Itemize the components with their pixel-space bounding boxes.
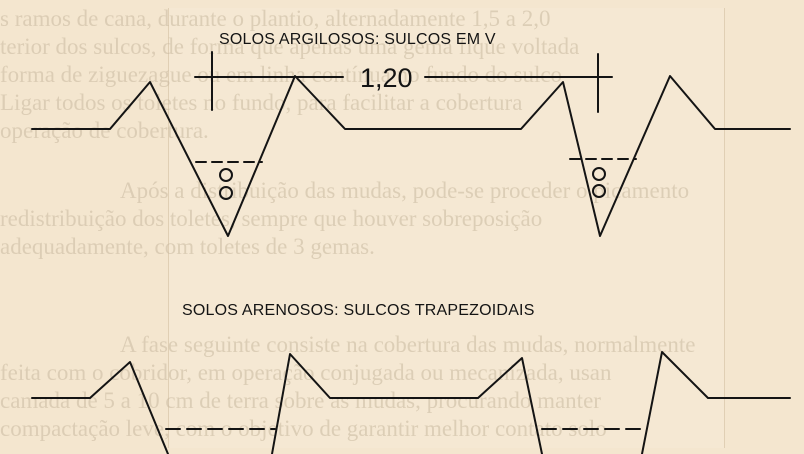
seed-circle-icon [592, 184, 606, 198]
trapezoid-furrow-profile [31, 361, 169, 454]
seed-circle-icon [219, 168, 233, 182]
trapezoid-furrow-profile [271, 353, 543, 454]
seed-circle-icon [219, 186, 233, 200]
spacing-dimension-label: 1,20 [360, 63, 413, 93]
v-furrow-profile-left [31, 75, 416, 237]
trapezoid-furrow-profile [641, 351, 791, 454]
seed-circle-icon [592, 167, 606, 181]
v-furrow-profile-right [397, 75, 791, 237]
title-sandy-soils: SOLOS ARENOSOS: SULCOS TRAPEZOIDAIS [182, 302, 535, 319]
title-clay-soils: SOLOS ARGILOSOS: SULCOS EM V [219, 31, 496, 48]
